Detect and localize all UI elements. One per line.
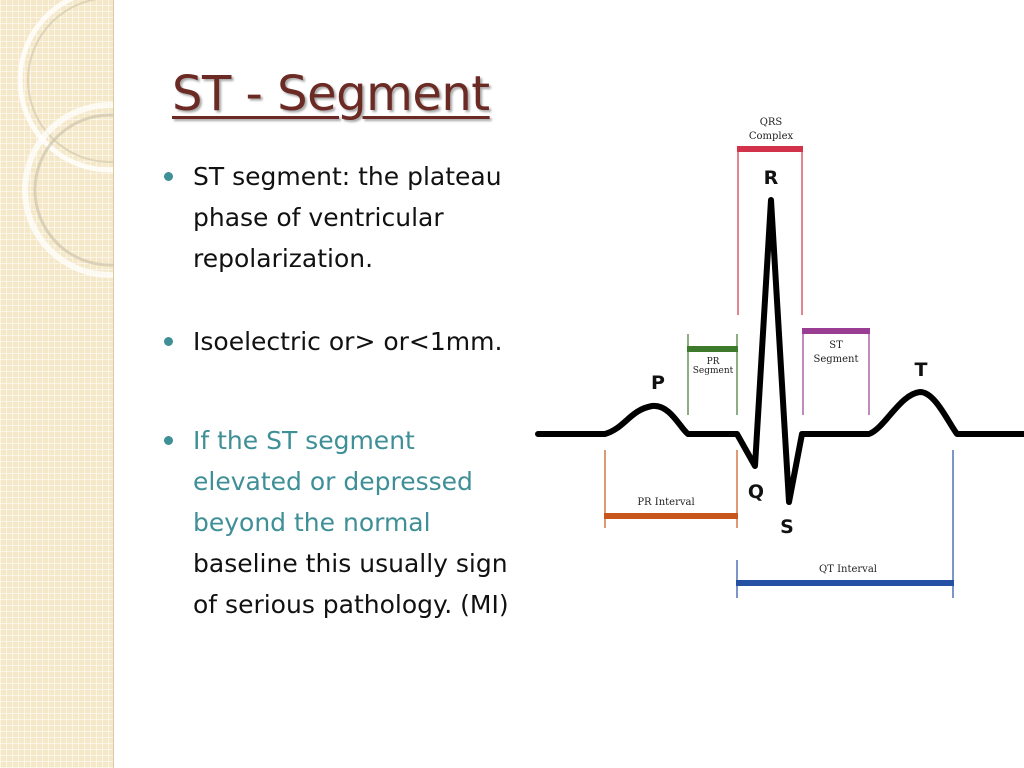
bullet-text: baseline this usually sign of serious pa… (193, 549, 509, 619)
ecg-trace (535, 197, 1024, 505)
pr-interval-label: PR Interval (637, 497, 694, 508)
bullet-highlight-text: If the ST segment elevated or depressed … (193, 426, 473, 537)
slide-title: ST - Segment (172, 66, 490, 122)
bullet-dot-icon (164, 172, 173, 181)
bullet-item: If the ST segment elevated or depressed … (162, 420, 512, 625)
bullet-item: Isoelectric or> or<1mm. (162, 321, 512, 362)
bullet-list: ST segment: the plateau phase of ventric… (162, 156, 512, 642)
bullet-text: ST segment: the plateau phase of ventric… (193, 162, 502, 273)
st-segment-label-line1: ST (829, 340, 843, 351)
p-wave-label: P (651, 372, 665, 394)
bullet-item: ST segment: the plateau phase of ventric… (162, 156, 512, 279)
st-segment-label-line2: Segment (813, 354, 858, 365)
bullet-dot-icon (164, 436, 173, 445)
decorative-circles (17, 0, 113, 278)
qt-interval-label: QT Interval (819, 564, 877, 575)
pr-segment-label-line1: PR (707, 357, 720, 367)
decorative-side-panel (0, 0, 114, 768)
bullet-dot-icon (164, 337, 173, 346)
pr-segment-label-line2: Segment (693, 366, 734, 376)
r-wave-label: R (764, 167, 779, 189)
bullet-text: Isoelectric or> or<1mm. (193, 327, 503, 356)
ecg-diagram: QRS Complex PR Segment ST Segment PR Int… (535, 117, 1024, 598)
q-wave-label: Q (748, 481, 764, 503)
qrs-label-line1: QRS (760, 117, 783, 128)
qrs-label-line2: Complex (749, 131, 794, 142)
s-wave-label: S (780, 516, 794, 538)
t-wave-label: T (915, 359, 928, 381)
